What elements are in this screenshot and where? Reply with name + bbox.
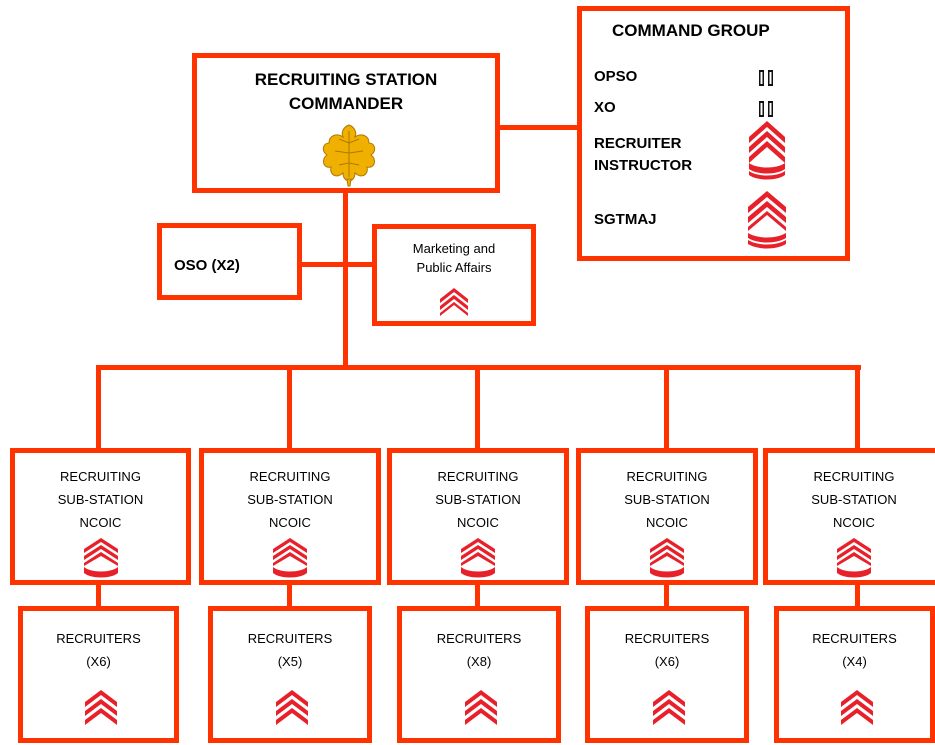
command-group-box: COMMAND GROUP OPSO XO RECRUITER INSTRUCT… bbox=[577, 6, 850, 261]
substation-box-4: RECRUITING SUB-STATION NCOIC bbox=[576, 448, 758, 585]
recruiters-label: RECRUITERS bbox=[247, 631, 333, 646]
sergeant-chevron-icon bbox=[85, 690, 117, 725]
commander-title-line1: RECRUITING STATION bbox=[254, 70, 438, 89]
gunnery-sergeant-chevron-icon bbox=[749, 121, 785, 180]
recruiters-count: (X8) bbox=[466, 654, 492, 669]
connector-drop-5 bbox=[855, 365, 860, 450]
staff-sergeant-chevron-icon bbox=[461, 538, 495, 578]
command-group-recruiter-instructor-label: RECRUITER INSTRUCTOR bbox=[594, 133, 692, 177]
substation-line2: SUB-STATION bbox=[811, 492, 897, 507]
connector-commander-trunk bbox=[343, 192, 348, 368]
oso-box: OSO (X2) bbox=[157, 223, 302, 300]
sergeant-chevron-icon bbox=[841, 690, 873, 725]
oak-leaf-icon bbox=[322, 124, 376, 187]
recruiter-instructor-line2: INSTRUCTOR bbox=[594, 157, 693, 174]
connector-oso bbox=[300, 262, 343, 267]
substation-box-2: RECRUITING SUB-STATION NCOIC bbox=[199, 448, 381, 585]
recruiters-count: (X5) bbox=[277, 654, 303, 669]
captain-bars-icon bbox=[759, 70, 773, 86]
sergeant-major-chevron-icon bbox=[748, 191, 786, 249]
commander-title-line2: COMMANDER bbox=[288, 94, 404, 113]
connector-recruiters-2 bbox=[287, 584, 292, 608]
substation-line1: RECRUITING bbox=[626, 469, 708, 484]
recruiters-box-5: RECRUITERS (X4) bbox=[774, 606, 935, 743]
connector-marketing bbox=[348, 262, 373, 267]
sergeant-chevron-icon bbox=[440, 288, 468, 316]
recruiters-count: (X4) bbox=[842, 654, 867, 669]
substation-box-5: RECRUITING SUB-STATION NCOIC bbox=[763, 448, 935, 585]
oso-label: OSO (X2) bbox=[174, 257, 240, 274]
substation-box-3: RECRUITING SUB-STATION NCOIC bbox=[387, 448, 569, 585]
connector-drop-2 bbox=[287, 365, 292, 450]
substation-line3: NCOIC bbox=[457, 515, 499, 530]
sergeant-chevron-icon bbox=[276, 690, 308, 725]
substation-line1: RECRUITING bbox=[813, 469, 895, 484]
substation-line3: NCOIC bbox=[269, 515, 311, 530]
substation-line3: NCOIC bbox=[833, 515, 875, 530]
connector-drop-3 bbox=[475, 365, 480, 450]
substation-line1: RECRUITING bbox=[249, 469, 331, 484]
recruiters-box-3: RECRUITERS (X8) bbox=[397, 606, 561, 743]
sergeant-chevron-icon bbox=[653, 690, 685, 725]
marketing-line1: Marketing and bbox=[412, 241, 496, 256]
recruiters-box-2: RECRUITERS (X5) bbox=[208, 606, 372, 743]
marketing-line2: Public Affairs bbox=[416, 260, 492, 275]
sergeant-chevron-icon bbox=[465, 690, 497, 725]
substation-line1: RECRUITING bbox=[437, 469, 519, 484]
connector-recruiters-3 bbox=[475, 584, 480, 608]
connector-recruiters-5 bbox=[855, 584, 860, 608]
recruiters-label: RECRUITERS bbox=[812, 631, 897, 646]
substation-line2: SUB-STATION bbox=[624, 492, 710, 507]
recruiter-instructor-line1: RECRUITER bbox=[594, 135, 682, 152]
recruiters-label: RECRUITERS bbox=[436, 631, 522, 646]
connector-recruiters-4 bbox=[664, 584, 669, 608]
recruiters-count: (X6) bbox=[86, 654, 111, 669]
commander-box: RECRUITING STATION COMMANDER bbox=[192, 53, 500, 193]
staff-sergeant-chevron-icon bbox=[84, 538, 118, 578]
substation-line2: SUB-STATION bbox=[57, 492, 144, 507]
command-group-title: COMMAND GROUP bbox=[612, 21, 770, 40]
connector-drop-4 bbox=[664, 365, 669, 450]
recruiters-box-4: RECRUITERS (X6) bbox=[585, 606, 749, 743]
staff-sergeant-chevron-icon bbox=[273, 538, 307, 578]
recruiters-label: RECRUITERS bbox=[624, 631, 710, 646]
command-group-xo-label: XO bbox=[594, 99, 616, 116]
connector-recruiters-1 bbox=[96, 584, 101, 608]
substation-line1: RECRUITING bbox=[60, 469, 141, 484]
command-group-opso-label: OPSO bbox=[594, 68, 638, 85]
recruiters-box-1: RECRUITERS (X6) bbox=[18, 606, 179, 743]
substation-box-1: RECRUITING SUB-STATION NCOIC bbox=[10, 448, 191, 585]
connector-drop-1 bbox=[96, 365, 101, 450]
substation-line3: NCOIC bbox=[646, 515, 688, 530]
substation-line2: SUB-STATION bbox=[247, 492, 333, 507]
staff-sergeant-chevron-icon bbox=[837, 538, 871, 578]
substation-line2: SUB-STATION bbox=[435, 492, 521, 507]
substation-line3: NCOIC bbox=[79, 515, 122, 530]
recruiters-count: (X6) bbox=[654, 654, 680, 669]
captain-bars-icon bbox=[759, 101, 773, 117]
recruiters-label: RECRUITERS bbox=[56, 631, 141, 646]
staff-sergeant-chevron-icon bbox=[650, 538, 684, 578]
connector-commander-to-command-group bbox=[500, 125, 582, 130]
marketing-box: Marketing and Public Affairs bbox=[372, 224, 536, 326]
command-group-sgtmaj-label: SGTMAJ bbox=[594, 211, 657, 228]
